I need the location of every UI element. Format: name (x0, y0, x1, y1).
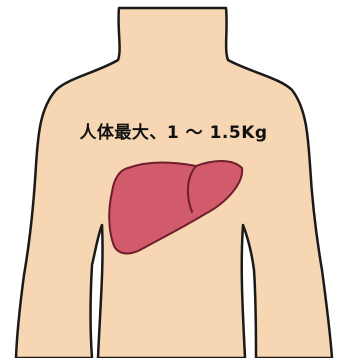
liver-weight-caption: 人体最大、1 ～ 1.5Kg (0, 118, 347, 143)
